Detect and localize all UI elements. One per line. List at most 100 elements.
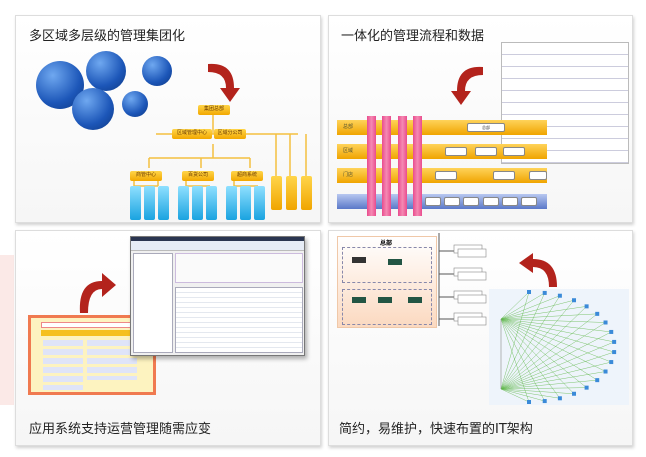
flow-node-root: 总部: [467, 123, 505, 132]
topology-link: [500, 313, 598, 390]
blue-circle: [142, 56, 172, 86]
org-node-root: 集团总部: [198, 105, 230, 115]
topology-link: [500, 322, 606, 390]
pink-column: [413, 116, 422, 216]
org-leaf: [206, 186, 217, 220]
topology-link: [500, 318, 606, 372]
topology-link: [500, 351, 615, 390]
topology-link: [500, 318, 612, 363]
topology-link: [500, 292, 545, 320]
flow-node: [483, 197, 499, 206]
form-document-image: [501, 42, 629, 164]
pink-column: [382, 116, 391, 216]
network-links: [438, 233, 487, 326]
flow-node: [503, 147, 525, 156]
topology-node: [609, 360, 614, 365]
flow-node: [493, 171, 515, 180]
topology-link: [500, 295, 561, 390]
org-leaf: [192, 186, 203, 220]
topology-node: [572, 391, 577, 396]
topology-link: [500, 313, 598, 320]
topology-link: [500, 291, 530, 390]
blue-circle: [86, 51, 126, 91]
panel-it-architecture: 总部 简约，易维护，快速布置的IT架构: [328, 230, 633, 446]
org-leaf: [130, 186, 141, 220]
flow-node: [463, 197, 479, 206]
flow-node: [445, 147, 467, 156]
curved-arrow-icon: [451, 66, 483, 105]
topology-link: [500, 318, 575, 394]
topology-link: [500, 388, 560, 399]
topology-link: [500, 300, 575, 390]
org-leaf: [286, 176, 297, 210]
flow-node: [425, 197, 441, 206]
network-title: 总部: [380, 240, 393, 247]
org-leaf: [158, 186, 169, 220]
org-leaf: [178, 186, 189, 220]
topology-link: [500, 318, 615, 353]
network-diagram: 总部: [337, 236, 437, 328]
topology-link: [500, 388, 575, 394]
topology-link: [500, 306, 587, 320]
topology-node: [584, 304, 589, 309]
org-node: 区域分公司: [214, 129, 246, 139]
topology-node: [542, 290, 547, 295]
blue-circle: [122, 91, 148, 117]
topology-node: [584, 385, 589, 390]
org-leaf: [254, 186, 265, 220]
topology-node: [527, 290, 531, 294]
topology-node: [595, 378, 600, 383]
blue-circle: [72, 88, 114, 130]
topology-graph: [489, 289, 629, 405]
flow-node: [529, 171, 547, 180]
org-leaf: [226, 186, 237, 220]
topology-link: [500, 306, 587, 390]
org-node: 百货公司: [182, 171, 214, 181]
swimlane-diagram: 总部 区域 门店 总部: [337, 116, 552, 216]
topology-node: [542, 399, 547, 404]
topology-link: [500, 379, 598, 390]
topology-link: [500, 318, 615, 343]
flow-node: [435, 171, 457, 180]
topology-link: [500, 341, 615, 390]
panel-process-flow: 一体化的管理流程和数据 总部 区域 门店 总部: [328, 15, 633, 223]
application-window-screenshot: [130, 236, 305, 356]
topology-link: [500, 331, 612, 390]
topology-link: [500, 388, 545, 402]
flow-node: [502, 197, 518, 206]
curved-arrow-icon: [208, 63, 240, 102]
org-node: 区域管理中心: [172, 129, 212, 139]
org-node: 超商系统: [231, 171, 263, 181]
pink-column: [367, 116, 376, 216]
topology-node: [603, 320, 608, 325]
org-leaf: [144, 186, 155, 220]
topology-link: [500, 318, 606, 323]
topology-link: [500, 318, 530, 403]
panel-caption: 一体化的管理流程和数据: [341, 29, 485, 44]
curved-arrow-icon: [519, 253, 557, 287]
panel-caption: 多区域多层级的管理集团化: [29, 29, 186, 44]
curved-arrow-icon: [79, 273, 116, 313]
panel-org-structure: 多区域多层级的管理集团化 集团总部 区域管理中心 区域分公司 商管中心 百货公司…: [15, 15, 321, 223]
topology-link: [500, 300, 575, 320]
topology-node: [557, 293, 562, 298]
flow-node: [444, 197, 460, 206]
topology-link: [500, 318, 587, 388]
org-leaf: [240, 186, 251, 220]
topology-link: [500, 318, 612, 333]
topology-link: [500, 295, 560, 320]
pink-column: [398, 116, 407, 216]
topology-node: [572, 298, 577, 303]
topology-link: [500, 388, 530, 403]
org-leaf: [271, 176, 282, 210]
topology-node: [527, 400, 531, 404]
topology-node: [612, 350, 617, 355]
flow-node: [475, 147, 497, 156]
topology-link: [500, 291, 530, 320]
topology-node: [595, 311, 600, 316]
panel-application-system: 应用系统支持运营管理随需应变: [15, 230, 321, 446]
topology-link: [500, 387, 587, 390]
topology-node: [612, 339, 617, 344]
panel-caption: 简约，易维护，快速布置的IT架构: [339, 422, 533, 437]
topology-link: [500, 318, 561, 399]
